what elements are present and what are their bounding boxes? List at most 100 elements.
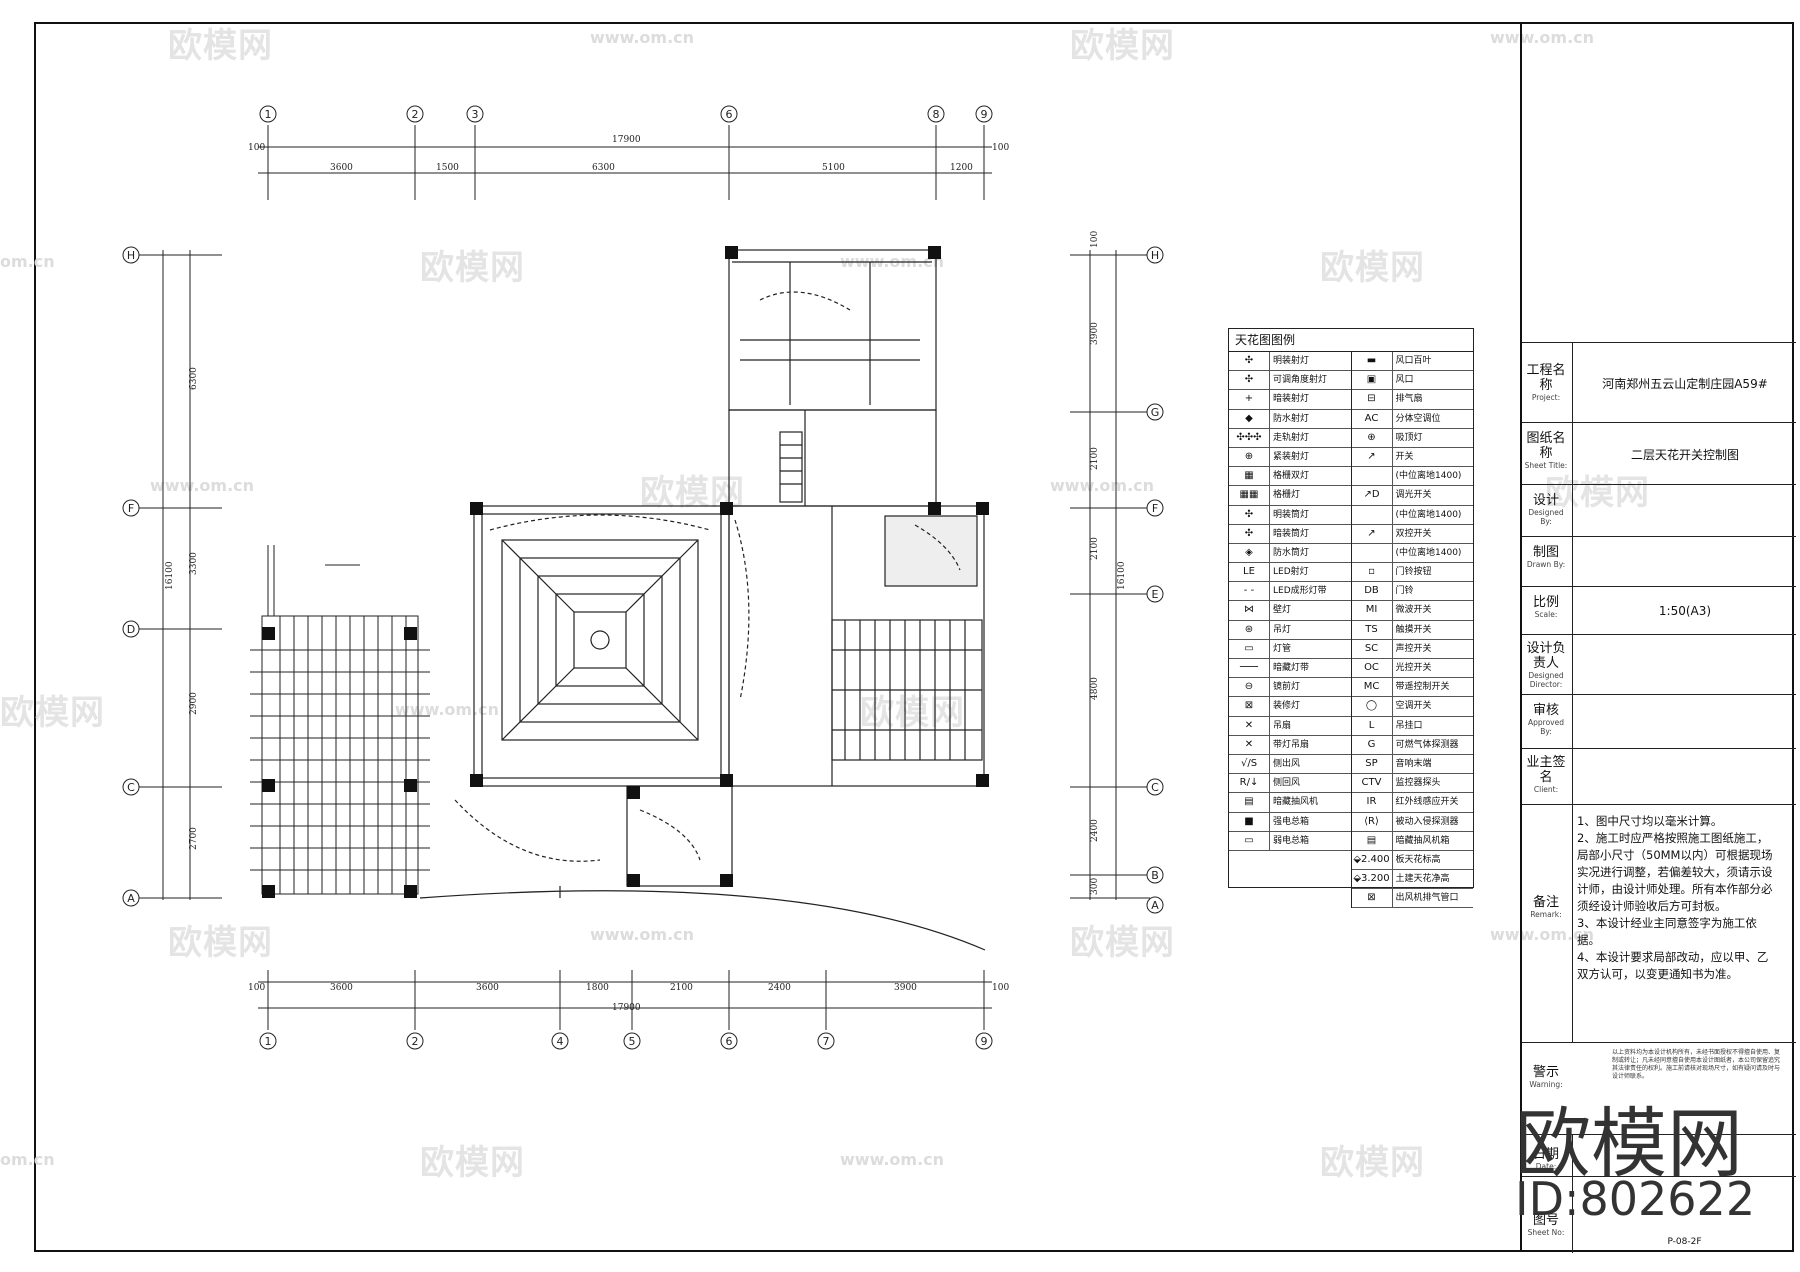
dim-left-total: 16100	[165, 561, 175, 590]
remark-notes: 1、图中尺寸均以毫米计算。 2、施工时应严格按照施工图纸施工，局部小尺寸（50M…	[1572, 805, 1777, 1043]
legend-label: LED射灯	[1273, 567, 1309, 578]
legend-row: ⟨R⟩被动入侵探测器	[1351, 812, 1473, 832]
dim-left-segment: 3300	[189, 552, 199, 575]
legend-label: 侧出风	[1273, 758, 1301, 769]
legend-symbol-icon: ✣✣✣	[1229, 428, 1270, 447]
watermark-text: 欧模网	[1070, 26, 1175, 66]
legend-label: 被动入侵探测器	[1395, 816, 1459, 827]
watermark-url: www.om.cn	[1490, 28, 1595, 47]
legend-symbol-icon: R/↓	[1229, 774, 1270, 793]
axis-label: E	[1152, 588, 1159, 601]
legend-symbol-icon: √/S	[1229, 754, 1270, 774]
axis-label: H	[127, 249, 135, 262]
drawing-border	[34, 22, 1794, 1252]
watermark-text: 欧模网	[420, 248, 525, 288]
legend-symbol-icon: ◆	[1229, 409, 1270, 428]
legend-row: ⊟排气扇	[1351, 390, 1473, 410]
axis-label: 6	[726, 1035, 733, 1048]
legend-label: 灯管	[1273, 643, 1292, 654]
legend-label: 防水射灯	[1273, 413, 1310, 424]
legend-label: 壁灯	[1273, 605, 1292, 616]
legend-symbol-icon: ⊕	[1229, 447, 1270, 467]
dim-left-segment: 2700	[189, 827, 199, 850]
axis-label: 7	[823, 1035, 830, 1048]
legend-label: 暗装筒灯	[1273, 528, 1310, 539]
legend-symbol-icon: AC	[1352, 409, 1393, 428]
director-value	[1572, 635, 1797, 695]
legend-symbol-icon: MI	[1352, 601, 1393, 620]
legend-row: ⊕吸顶灯	[1351, 428, 1473, 448]
legend-label: 紧装射灯	[1273, 451, 1310, 462]
legend-label: 吊挂口	[1395, 720, 1423, 731]
legend-label: 监控器探头	[1395, 778, 1441, 789]
legend-left-column: ✣明装射灯✣可调角度射灯+暗装射灯◆防水射灯✣✣✣走轨射灯⊕紧装射灯▦格栅双灯▦…	[1229, 352, 1352, 909]
watermark-url: www.om.cn	[395, 700, 500, 719]
axis-label: 5	[629, 1035, 636, 1048]
axis-label: 8	[933, 108, 940, 121]
axis-label: 6	[726, 108, 733, 121]
legend-symbol-icon: DB	[1352, 582, 1393, 601]
axis-label: C	[127, 781, 135, 794]
watermark-url: www.om.cn	[840, 1150, 945, 1169]
axis-label: 3	[472, 108, 479, 121]
axis-label: F	[128, 502, 134, 515]
legend-symbol-icon: G	[1352, 735, 1393, 754]
dim-bottom-segment: 2100	[670, 983, 693, 993]
legend-symbol-icon: +	[1229, 390, 1270, 409]
ceiling-legend: 天花图图例 ✣明装射灯✣可调角度射灯+暗装射灯◆防水射灯✣✣✣走轨射灯⊕紧装射灯…	[1228, 328, 1474, 909]
legend-row: ⊕紧装射灯	[1229, 447, 1351, 468]
legend-row: ⊛吊灯	[1229, 620, 1351, 640]
legend-symbol-icon: ▤	[1229, 793, 1270, 812]
legend-label: 风口	[1395, 375, 1414, 386]
legend-label: 装修灯	[1273, 701, 1301, 712]
legend-symbol-icon: ✣	[1229, 371, 1270, 390]
dim-top-total: 17900	[612, 135, 641, 145]
legend-row: ▭弱电总箱	[1229, 831, 1351, 851]
legend-row: ▤暗藏抽风机箱	[1351, 831, 1473, 851]
legend-symbol-icon: ✕	[1229, 735, 1270, 754]
dim-right-total: 16100	[1117, 561, 1127, 590]
axis-label: 1	[265, 108, 272, 121]
legend-label: 声控开关	[1395, 643, 1432, 654]
legend-symbol-icon: ↗D	[1352, 486, 1393, 505]
dim-edge: 100	[992, 983, 1009, 993]
axis-label: A	[127, 892, 135, 905]
client-value	[1572, 749, 1797, 805]
legend-symbol-icon: ⊠	[1352, 889, 1393, 908]
legend-row: ───暗藏灯带	[1229, 659, 1351, 679]
legend-label: 明装筒灯	[1273, 509, 1310, 520]
legend-symbol-icon: ✣	[1229, 524, 1270, 543]
dim-left-segment: 2900	[189, 692, 199, 715]
legend-symbol-icon: ◯	[1352, 697, 1393, 716]
legend-label: 弱电总箱	[1273, 835, 1310, 846]
legend-label: 吊灯	[1273, 624, 1292, 635]
legend-label: 镜前灯	[1273, 682, 1301, 693]
watermark-text: 欧模网	[0, 693, 105, 733]
legend-symbol-icon: ▣	[1352, 371, 1393, 390]
watermark-url: om.cn	[0, 1150, 55, 1169]
dim-right-top: 100	[1090, 231, 1100, 248]
watermark-url: www.om.cn	[590, 28, 695, 47]
legend-row: ✣明装射灯	[1229, 352, 1351, 372]
legend-symbol-icon: ↗	[1352, 447, 1393, 467]
legend-row: ✣明装筒灯	[1229, 505, 1351, 525]
legend-row: (中位离地1400)	[1351, 467, 1473, 487]
legend-symbol-icon: ▭	[1229, 831, 1270, 850]
dim-top-segment: 1200	[950, 163, 973, 173]
watermark-text: 欧模网	[860, 693, 965, 733]
